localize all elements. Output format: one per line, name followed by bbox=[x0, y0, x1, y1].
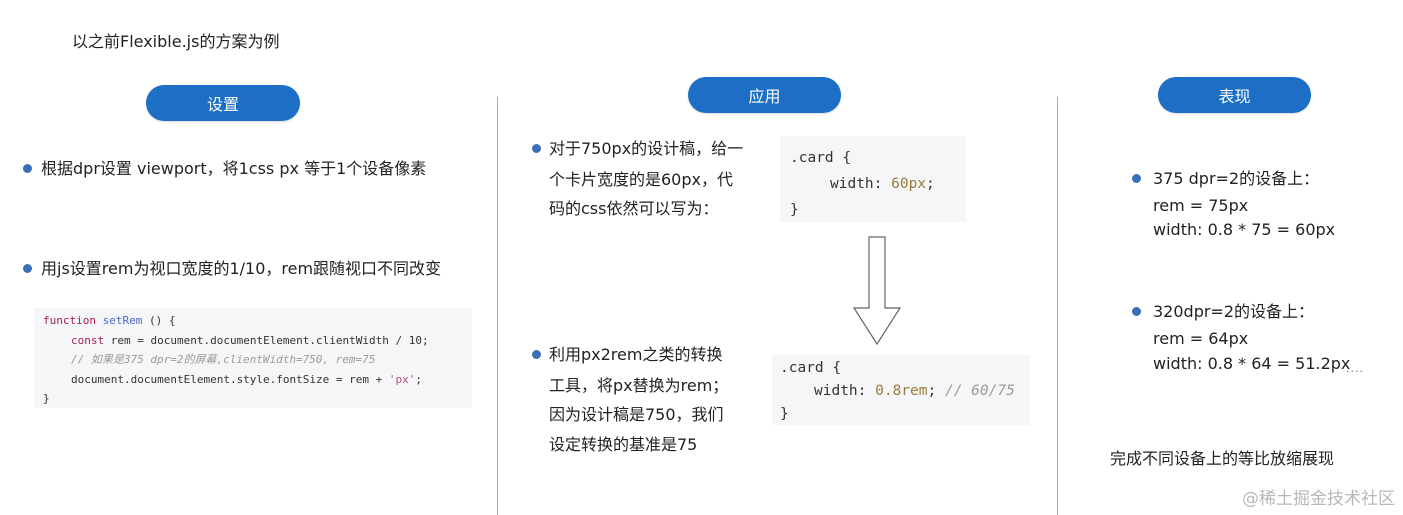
column-divider-right bbox=[1057, 97, 1058, 515]
result-item-2-line-1: 320dpr=2的设备上： bbox=[1153, 302, 1315, 321]
result-item-1-line-2: rem = 75px bbox=[1153, 196, 1249, 215]
bullet-dot bbox=[23, 264, 32, 273]
result-summary: 完成不同设备上的等比放缩展现 bbox=[1110, 449, 1335, 468]
result-item-1-line-3: width: 0.8 * 75 = 60px bbox=[1153, 220, 1336, 239]
bullet-dot bbox=[23, 164, 32, 173]
code-block-card-rem: .card {width: 0.8rem; // 60/75} bbox=[772, 355, 1030, 425]
apply-bullet-1-line-2: 个卡片宽度的是60px，代 bbox=[549, 170, 733, 189]
settings-bullet-1: 根据dpr设置 viewport，将1css px 等于1个设备像素 bbox=[41, 159, 427, 178]
bullet-dot bbox=[1132, 307, 1141, 316]
result-item-2-line-3: width: 0.8 * 64 = 51.2px bbox=[1153, 354, 1351, 373]
code-line: } bbox=[43, 392, 50, 405]
column-divider-left bbox=[497, 97, 498, 515]
watermark: @稀土掘金技术社区 bbox=[1242, 489, 1395, 509]
code-comment: // 如果是375 dpr=2的屏幕,clientWidth=750, rem=… bbox=[71, 353, 376, 366]
code-line: function setRem () { bbox=[43, 314, 176, 327]
apply-bullet-2-line-1: 利用px2rem之类的转换 bbox=[549, 345, 723, 364]
header-apply: 应用 bbox=[688, 77, 841, 113]
apply-bullet-1-line-3: 码的css依然可以写为： bbox=[549, 199, 719, 218]
apply-bullet-1-line-1: 对于750px的设计稿，给一 bbox=[549, 139, 744, 158]
result-item-2-line-2: rem = 64px bbox=[1153, 329, 1249, 348]
code-block-card-px: .card {width: 60px;} bbox=[780, 136, 966, 222]
bullet-dot bbox=[532, 144, 541, 153]
bullet-dot bbox=[532, 350, 541, 359]
code-block-setrem: function setRem () { const rem = document… bbox=[34, 308, 472, 408]
bullet-dot bbox=[1132, 174, 1141, 183]
result-item-1-line-1: 375 dpr=2的设备上： bbox=[1153, 169, 1320, 188]
apply-bullet-2-line-3: 因为设计稿是750，我们 bbox=[549, 405, 724, 424]
code-line: document.documentElement.style.fontSize … bbox=[71, 372, 423, 386]
code-line: const rem = document.documentElement.cli… bbox=[71, 333, 429, 347]
header-settings: 设置 bbox=[146, 85, 300, 121]
settings-bullet-2: 用js设置rem为视口宽度的1/10，rem跟随视口不同改变 bbox=[41, 259, 442, 278]
apply-bullet-2-line-4: 设定转换的基准是75 bbox=[549, 435, 698, 454]
intro-text: 以之前Flexible.js的方案为例 bbox=[72, 32, 280, 51]
down-arrow-icon bbox=[852, 236, 902, 346]
header-result: 表现 bbox=[1158, 77, 1311, 113]
apply-bullet-2-line-2: 工具，将px替换为rem； bbox=[549, 376, 729, 395]
ellipsis-mark: .... bbox=[1346, 362, 1364, 375]
